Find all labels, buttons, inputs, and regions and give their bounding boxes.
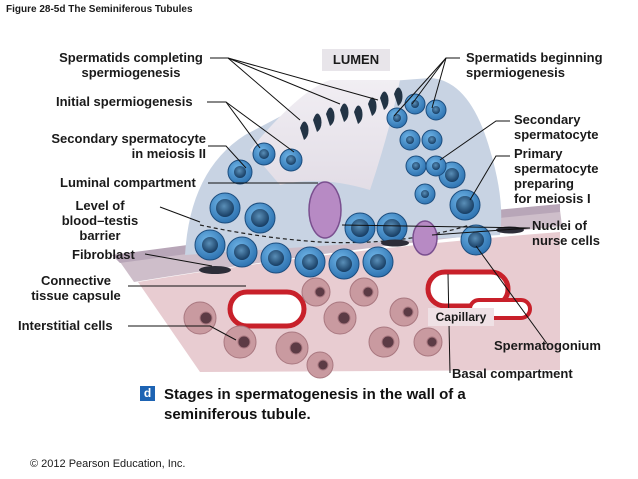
label-luminal-compartment: Luminal compartment (60, 175, 196, 190)
spermatogonium-cell (260, 242, 292, 274)
label-spermatids-completing: Spermatids completing spermiogenesis (48, 50, 214, 80)
secondary-spermatocyte (279, 148, 303, 172)
spermatogonium-cell (194, 229, 226, 261)
spermatid-cell (404, 93, 426, 115)
label-spermatids-beginning: Spermatids beginning spermiogenesis (466, 50, 603, 80)
label-line: spermatocyte (514, 161, 599, 176)
primary-spermatocyte (376, 212, 408, 244)
label-line: Primary (514, 146, 563, 161)
label-line: Spermatids completing (59, 50, 203, 65)
germ-cells (194, 93, 492, 280)
label-line: barrier (79, 228, 121, 243)
label-connective-tissue-capsule: Connective tissue capsule (22, 273, 130, 303)
label-nuclei-of-nurse-cells: Nuclei of nurse cells (532, 218, 600, 248)
figure-title: Figure 28-5d The Seminiferous Tubules (6, 4, 193, 15)
spermatogonium-cell (294, 246, 326, 278)
label-blood-testis-barrier: Level of blood–testis barrier (52, 198, 148, 243)
spermatid-cell (414, 183, 436, 205)
primary-spermatocyte (438, 161, 466, 189)
label-line: spermiogenesis (81, 65, 181, 80)
label-primary-spermatocyte: Primary spermatocyte preparing for meios… (514, 146, 599, 206)
spermatid-cell (386, 107, 408, 129)
label-secondary-spermatocyte: Secondary spermatocyte (514, 112, 599, 142)
label-line: Connective (40, 273, 112, 288)
label-initial-spermiogenesis: Initial spermiogenesis (56, 94, 193, 109)
label-line: Secondary (514, 112, 581, 127)
label-spermatogonium: Spermatogonium (494, 338, 601, 353)
spermatogonium-cell (226, 236, 258, 268)
label-line: preparing (514, 176, 574, 191)
capillary-label: Capillary (428, 308, 494, 326)
label-line: nurse cells (532, 233, 600, 248)
caption-line: Stages in spermatogenesis in the wall of… (164, 386, 466, 403)
spermatid-cell (405, 155, 427, 177)
spermatids (300, 87, 403, 140)
primary-spermatocyte (449, 189, 481, 221)
label-line: spermiogenesis (466, 65, 565, 80)
secondary-spermatocyte (227, 159, 253, 185)
primary-spermatocyte (244, 202, 276, 234)
spermatogonium-cell (460, 224, 492, 256)
fibroblast-cell (199, 266, 231, 274)
blood-testis-barrier-line (199, 224, 471, 244)
label-line: blood–testis (61, 213, 139, 228)
label-line: spermatocyte (514, 127, 599, 142)
lumen-label: LUMEN (322, 49, 390, 71)
primary-spermatocyte (209, 192, 241, 224)
label-line: Level of (75, 198, 125, 213)
label-fibroblast: Fibroblast (72, 247, 135, 262)
label-line: Spermatids beginning (466, 50, 603, 65)
nurse-cell-nucleus (308, 181, 342, 239)
label-basal-compartment: Basal compartment (452, 366, 573, 381)
label-line: for meiosis I (514, 191, 591, 206)
secondary-spermatocyte (252, 142, 276, 166)
label-line: Secondary spermatocyte (51, 131, 206, 146)
caption-line: seminiferous tubule. (164, 406, 311, 423)
spermatogonium-cell (362, 246, 394, 278)
panel-badge: d (140, 386, 155, 401)
spermatid-cell (425, 155, 447, 177)
label-secondary-spermatocyte-meiosis: Secondary spermatocyte in meiosis II (18, 131, 206, 161)
nurse-cell-nucleus (412, 220, 438, 256)
fibroblast-cell (381, 239, 409, 247)
label-interstitial-cells: Interstitial cells (18, 318, 113, 333)
interstitial-cells (183, 277, 443, 379)
leader-lines (128, 57, 549, 374)
label-line: in meiosis II (131, 146, 206, 161)
spermatid-cell (421, 129, 443, 151)
primary-spermatocyte (344, 212, 376, 244)
figure-caption: Stages in spermatogenesis in the wall of… (164, 385, 524, 425)
label-line: Nuclei of (532, 218, 587, 233)
spermatogonium-cell (328, 248, 360, 280)
copyright-notice: © 2012 Pearson Education, Inc. (30, 458, 186, 470)
spermatid-cell (425, 99, 447, 121)
spermatid-cell (399, 129, 421, 151)
label-line: tissue capsule (31, 288, 121, 303)
